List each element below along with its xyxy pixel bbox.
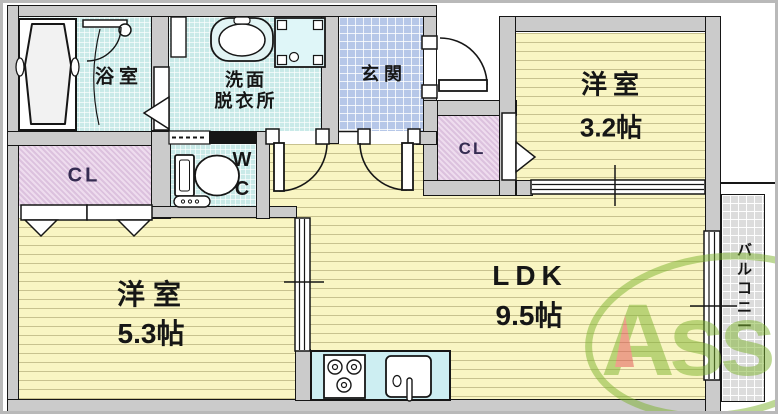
wall-segment — [499, 16, 721, 32]
wall-segment — [705, 379, 721, 411]
wall-segment — [7, 131, 169, 146]
wall-segment — [7, 399, 719, 411]
wall-segment — [151, 206, 297, 218]
wall-segment — [151, 16, 169, 131]
label-wc-line2: C — [234, 178, 250, 200]
label-washroom-line1: 洗面 — [225, 70, 267, 90]
floor-bedroom-small — [516, 33, 705, 180]
wall-segment — [151, 131, 171, 219]
label-closet-left: CL — [67, 164, 101, 187]
floor-closet-right — [438, 116, 500, 180]
label-balcony: バルコニー — [736, 242, 752, 335]
label-wc-line1: W — [232, 149, 252, 171]
label-entrance: 玄関 — [361, 64, 407, 84]
floor-bedroom-large — [19, 218, 296, 399]
label-wc: W C — [233, 146, 252, 204]
label-closet-right: CL — [458, 139, 486, 158]
label-bedroom-large-name: 洋室 — [116, 279, 190, 310]
floor-closet-left — [19, 146, 153, 206]
label-ldk-size: 9.5帖 — [495, 300, 563, 331]
wall-segment — [321, 16, 339, 144]
wall-segment — [7, 5, 437, 17]
label-ldk-name: LDK — [492, 260, 568, 291]
wall-segment — [256, 131, 270, 219]
label-bedroom-large-size: 5.3帖 — [117, 318, 185, 349]
wall-segment — [7, 5, 19, 411]
wall-segment — [416, 131, 437, 145]
label-bathroom: 浴室 — [94, 66, 144, 88]
label-bedroom-small-size: 3.2帖 — [579, 112, 643, 143]
label-washroom-line2: 脱衣所 — [214, 91, 278, 111]
wall-segment — [705, 16, 721, 232]
wall-segment — [295, 349, 311, 401]
wall-segment — [499, 16, 516, 196]
label-washroom: 洗面 脱衣所 — [215, 70, 278, 112]
floor-entrance — [339, 17, 423, 131]
entrance-step — [339, 130, 363, 144]
wc-upper-cabinet — [168, 130, 256, 145]
label-bedroom-small-name: 洋室 — [580, 69, 646, 100]
wall-segment — [516, 180, 533, 196]
